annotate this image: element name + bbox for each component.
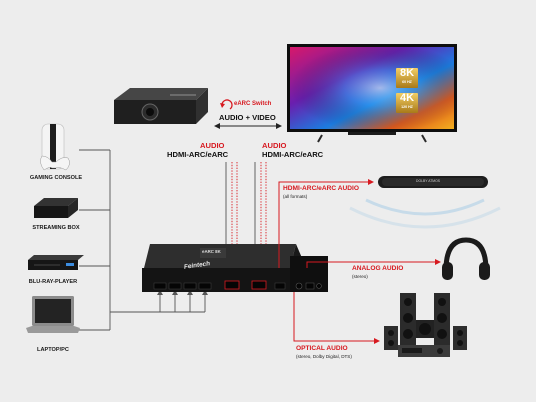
headphones-icon [442, 237, 490, 280]
source-label-streaming-box: STREAMING BOX [32, 225, 80, 231]
gaming-console-icon [40, 123, 70, 171]
earc-switch-label: eARC Switch [234, 101, 272, 107]
soundbar-output-sub: (all formats) [283, 194, 308, 199]
left-audio-label: AUDIO [200, 141, 225, 150]
device-badge: eARC 8K [202, 249, 221, 254]
source-label-blu-ray-player: BLU-RAY-PLAYER [28, 279, 78, 285]
input-arrows [157, 290, 208, 295]
output-lines [278, 181, 436, 342]
audio-video-label: AUDIO + VIDEO [219, 113, 276, 122]
right-audio-label: AUDIO [262, 141, 287, 150]
soundbar-brand: DOLBY ATMOS [416, 179, 440, 183]
tv-icon [287, 44, 457, 143]
badge-4k-hz: 120 HZ [401, 105, 413, 109]
source-label-gaming-console: GAMING CONSOLE [29, 175, 83, 181]
output-arrows [368, 179, 441, 344]
tv-badges [396, 68, 418, 113]
optical-output-label: OPTICAL AUDIO [296, 345, 348, 352]
speaker-set-icon [384, 293, 467, 357]
audio-video-arrow [214, 123, 282, 129]
earc-switch-icon [220, 99, 233, 110]
soundbar-icon [378, 176, 488, 188]
badge-8k: 8K [399, 67, 415, 79]
analog-output-sub: (stereo) [352, 274, 368, 279]
source-bracket [79, 149, 206, 331]
analog-output-label: ANALOG AUDIO [352, 265, 404, 272]
source-label-laptop-pc: LAPTOP/PC [37, 347, 69, 353]
soundbar-waves [349, 198, 501, 229]
left-port-label: HDMI-ARC/eARC [167, 150, 229, 159]
streaming-box-icon [34, 198, 78, 218]
right-port-label: HDMI-ARC/eARC [262, 150, 324, 159]
optical-output-sub: (stereo, Dolby Digital, DTS) [296, 354, 352, 359]
badge-8k-hz: 60 HZ [402, 80, 412, 84]
laptop-icon [26, 296, 80, 333]
soundbar-output-label: HDMI-ARC/eARC AUDIO [283, 185, 359, 192]
projector-icon [114, 88, 208, 124]
blu-ray-player-icon [28, 255, 84, 270]
feintech-device [142, 244, 328, 292]
badge-4k: 4K [399, 92, 415, 104]
